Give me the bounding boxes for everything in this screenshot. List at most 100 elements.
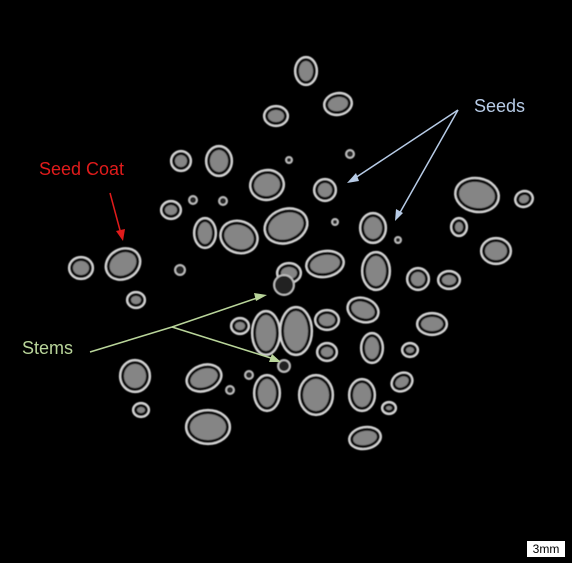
seed-embryo [353,430,377,446]
seed-cross-section [159,199,183,221]
seed-cross-section [125,290,147,310]
seed-cross-section [185,363,223,393]
stem-cross-section [345,149,355,159]
seed-embryo [442,275,456,285]
seed-cross-section [415,311,449,337]
seed-cross-section [380,400,398,416]
seed-embryo [299,61,313,81]
seed-embryo [268,110,284,122]
seed-cross-section [229,316,251,336]
seed-embryo [406,347,414,353]
seed-cross-section [322,91,354,117]
stem-cross-section [285,156,293,164]
seed-embryo [73,261,89,275]
seed-cross-section [359,331,385,365]
seed-cross-section [313,308,341,332]
stem-cross-section [331,218,339,226]
seed-cross-sections [67,55,534,451]
seed-embryo [137,407,145,413]
seed-embryo [190,414,226,440]
seed-embryo [190,368,218,388]
seed-embryo [321,347,333,357]
seed-cross-section [360,250,392,292]
annotation-arrows [89,109,459,362]
stem-cross-section [394,236,402,244]
seed-cross-section [252,373,282,413]
seed-cross-section [348,425,382,451]
seed-embryo [519,194,529,204]
seed-cross-section [347,377,377,413]
seed-embryo [386,406,392,410]
seed-cross-section [278,305,314,357]
stem-cross-section [244,370,254,380]
seed-embryo [165,205,177,215]
seed-cross-section [184,408,232,446]
seed-embryo [198,222,212,244]
seed-embryo [284,311,308,351]
seed-embryo [411,272,425,286]
seed-cross-section [131,401,151,419]
stem-cross-section [225,385,235,395]
seed-embryo [421,317,443,331]
seeds-label: Seeds [474,96,526,116]
scale-bar: 3mm [527,541,565,557]
stem-cross-section [273,274,295,296]
seed-cross-section [297,373,335,417]
seed-embryo [256,315,276,351]
seed-cross-section [315,341,339,363]
seed-embryo [310,254,340,274]
seed-embryo [353,383,371,407]
seed-cross-section [405,266,431,292]
seeds-arrowhead-1 [347,173,359,183]
seeds-arrowhead-2 [395,209,403,221]
seed-embryo [175,155,187,167]
seed-cross-section [390,371,414,393]
stems-arrowhead-1 [254,293,267,301]
stem-cross-section [174,264,186,276]
seed-embryo [365,337,379,359]
seed-embryo [395,376,409,388]
seed-embryo [258,379,276,407]
seed-embryo [364,217,382,239]
seed-cross-section [449,216,469,238]
seed-embryo [455,222,463,232]
seed-embryo [328,96,348,112]
seed-embryo [131,296,141,304]
seed-cross-section [436,269,462,291]
seed-embryo [485,242,507,260]
seed-coat-arrow [109,192,122,235]
seed-coat-label: Seed Coat [39,159,125,179]
seed-cross-section [204,144,234,178]
seed-cross-section [358,211,388,245]
seeds-arrow-2 [397,109,459,217]
seed-cross-section [192,216,218,250]
seed-embryo [224,224,254,250]
seed-embryo [366,256,386,286]
stems-arrowhead-2 [269,354,281,362]
seed-embryo [351,301,375,319]
seed-coat-arrowhead [116,229,125,241]
seed-cross-section [250,309,282,357]
stems-label: Stems [22,338,74,358]
seed-embryo [303,379,329,411]
stems-arrow-2 [171,326,275,360]
seed-cross-section [263,207,309,245]
stems-arrow-1 [171,296,261,328]
seed-cross-section [454,176,500,214]
seed-embryo [459,181,495,209]
seed-cross-section [514,189,534,209]
seed-cross-section [479,236,513,266]
stem-cross-section [188,195,198,205]
seed-embryo [235,322,245,330]
seed-cross-section [312,177,338,203]
seed-cross-section [248,168,286,202]
seed-embryo [109,252,137,276]
seed-cross-section [104,247,142,281]
seed-cross-section [346,296,380,324]
seed-embryo [319,314,335,326]
stems-arrow-base [89,326,173,353]
seed-embryo [254,173,280,197]
seed-cross-section [400,341,420,359]
seed-embryo [318,183,332,197]
